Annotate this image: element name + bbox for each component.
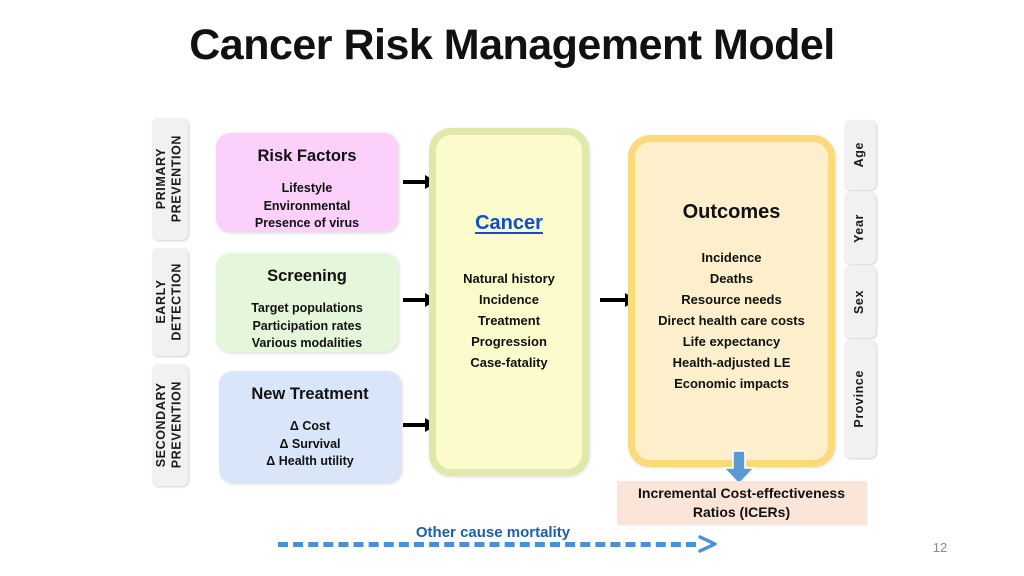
sidebar-tab-secondary-prevention[interactable]: SECONDARY PREVENTION xyxy=(152,364,188,486)
screening-box[interactable]: Screening Target populations Participati… xyxy=(216,253,398,352)
page-number: 12 xyxy=(932,540,948,555)
sidebar-tab-early-detection-label: EARLY DETECTION xyxy=(154,263,184,341)
new-treatment-list: Δ Cost Δ Survival Δ Health utility xyxy=(266,418,354,469)
icer-box[interactable]: Incremental Cost-effectiveness Ratios (I… xyxy=(617,481,866,524)
screening-title: Screening xyxy=(267,267,347,285)
sidebar-tab-age[interactable]: Age xyxy=(844,120,876,190)
new-treatment-box[interactable]: New Treatment Δ Cost Δ Survival Δ Health… xyxy=(219,371,401,483)
sidebar-tab-year[interactable]: Year xyxy=(844,192,876,264)
cancer-panel-title[interactable]: Cancer xyxy=(475,212,543,234)
sidebar-tab-province[interactable]: Province xyxy=(844,340,876,458)
sidebar-tab-early-detection[interactable]: EARLY DETECTION xyxy=(152,248,188,356)
down-arrow-icon xyxy=(722,450,756,486)
outcomes-panel[interactable]: Outcomes Incidence Deaths Resource needs… xyxy=(628,135,835,467)
screening-list: Target populations Participation rates V… xyxy=(251,300,363,351)
risk-factors-list: Lifestyle Environmental Presence of viru… xyxy=(254,180,360,231)
sidebar-tab-primary-prevention[interactable]: PRIMARY PREVENTION xyxy=(152,118,188,240)
other-cause-mortality-dashed-line xyxy=(278,542,696,547)
sidebar-tab-primary-prevention-label: PRIMARY PREVENTION xyxy=(154,135,184,223)
outcomes-panel-list: Incidence Deaths Resource needs Direct h… xyxy=(658,250,805,392)
arrow-treatment-to-cancer xyxy=(403,418,437,432)
sidebar-tab-age-label: Age xyxy=(852,142,867,168)
other-cause-mortality-arrow xyxy=(278,535,718,553)
risk-factors-box[interactable]: Risk Factors Lifestyle Environmental Pre… xyxy=(216,133,398,232)
sidebar-tab-sex-label: Sex xyxy=(852,289,867,315)
risk-factors-title: Risk Factors xyxy=(257,147,357,165)
sidebar-tab-province-label: Province xyxy=(852,370,867,428)
arrow-screening-to-cancer xyxy=(403,293,437,307)
new-treatment-title: New Treatment xyxy=(251,385,369,403)
icer-box-text: Incremental Cost-effectiveness Ratios (I… xyxy=(638,484,845,520)
page-title: Cancer Risk Management Model xyxy=(189,21,835,69)
cancer-panel-list: Natural history Incidence Treatment Prog… xyxy=(463,271,555,371)
cancer-panel[interactable]: Cancer Natural history Incidence Treatme… xyxy=(429,128,589,476)
arrow-risk-to-cancer xyxy=(403,175,437,189)
other-cause-mortality-arrowhead xyxy=(698,535,718,553)
sidebar-tab-secondary-prevention-label: SECONDARY PREVENTION xyxy=(154,381,184,469)
outcomes-panel-title: Outcomes xyxy=(682,201,781,223)
other-cause-mortality-label: Other cause mortality xyxy=(415,524,571,541)
arrow-cancer-to-outcomes xyxy=(600,293,637,307)
sidebar-tab-sex[interactable]: Sex xyxy=(844,266,876,338)
sidebar-tab-year-label: Year xyxy=(852,213,867,243)
